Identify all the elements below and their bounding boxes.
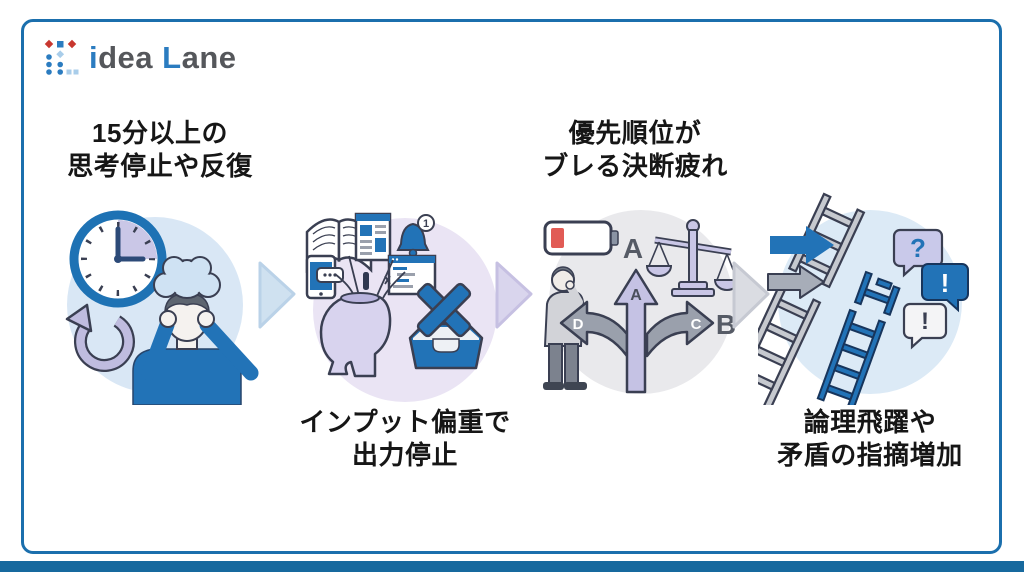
clock-icon	[69, 210, 167, 308]
exclaim-bubble-blue-icon: !	[921, 263, 969, 313]
logo-letter: ane	[181, 40, 237, 75]
step1-label: 15分以上の 思考停止や反復	[67, 118, 253, 181]
blue-input-arrow-icon	[770, 226, 834, 264]
choice-arrow-right	[645, 300, 715, 358]
option-b-letter: B	[716, 309, 736, 340]
gray-input-arrow-icon	[767, 265, 825, 299]
phone-chat-icon	[305, 254, 344, 300]
flow-arrow-icon	[258, 261, 296, 329]
step3-label: 優先順位が ブレる決断疲れ	[542, 118, 728, 181]
arrow-right-letter: C	[691, 316, 702, 333]
choice-arrow-up	[613, 268, 659, 394]
notification-bell-icon: 1	[396, 214, 435, 258]
step3-illustration: A D C A B	[523, 192, 743, 410]
open-head-icon	[319, 294, 392, 378]
step4-illustration: ? ! !	[728, 192, 978, 413]
repeat-arrow-icon	[65, 303, 135, 372]
stressed-person	[132, 256, 259, 406]
svg-text:!: !	[921, 308, 929, 335]
blocked-output-tray-icon	[408, 282, 484, 370]
flow-arrow-icon	[732, 261, 770, 329]
bottom-accent-bar	[0, 561, 1024, 572]
low-battery-icon	[543, 220, 619, 256]
step2-label: インプット偏重で 出力停止	[299, 407, 511, 470]
step2-illustration: 1	[293, 198, 508, 415]
svg-text:!: !	[941, 268, 950, 298]
arrow-left-letter: D	[573, 316, 584, 333]
webpage-icon	[354, 212, 392, 262]
exclaim-bubble-white-icon: !	[902, 302, 948, 350]
blue-ladder-icon	[816, 270, 901, 413]
logo-dot-mark-icon	[44, 39, 79, 75]
logo: idea Lane	[40, 38, 237, 78]
head-opening	[340, 292, 380, 304]
branching-choice-arrows: A D C A B	[559, 233, 736, 394]
bell-badge: 1	[423, 218, 429, 230]
balance-scale-icon	[645, 219, 741, 297]
option-a-letter: A	[623, 233, 643, 264]
arrow-up-letter: A	[630, 287, 642, 304]
logo-letter: i	[89, 40, 99, 75]
step4-label: 論理飛躍や 矛盾の指摘増加	[777, 407, 963, 470]
logo-letter: L	[162, 40, 182, 75]
logo-letter: dea	[98, 40, 154, 75]
flow-arrow-icon	[495, 261, 533, 329]
blocked-x-icon	[416, 282, 472, 338]
svg-text:?: ?	[910, 233, 926, 263]
logo-wordmark: idea Lane	[89, 39, 237, 77]
step1-illustration	[55, 195, 270, 410]
